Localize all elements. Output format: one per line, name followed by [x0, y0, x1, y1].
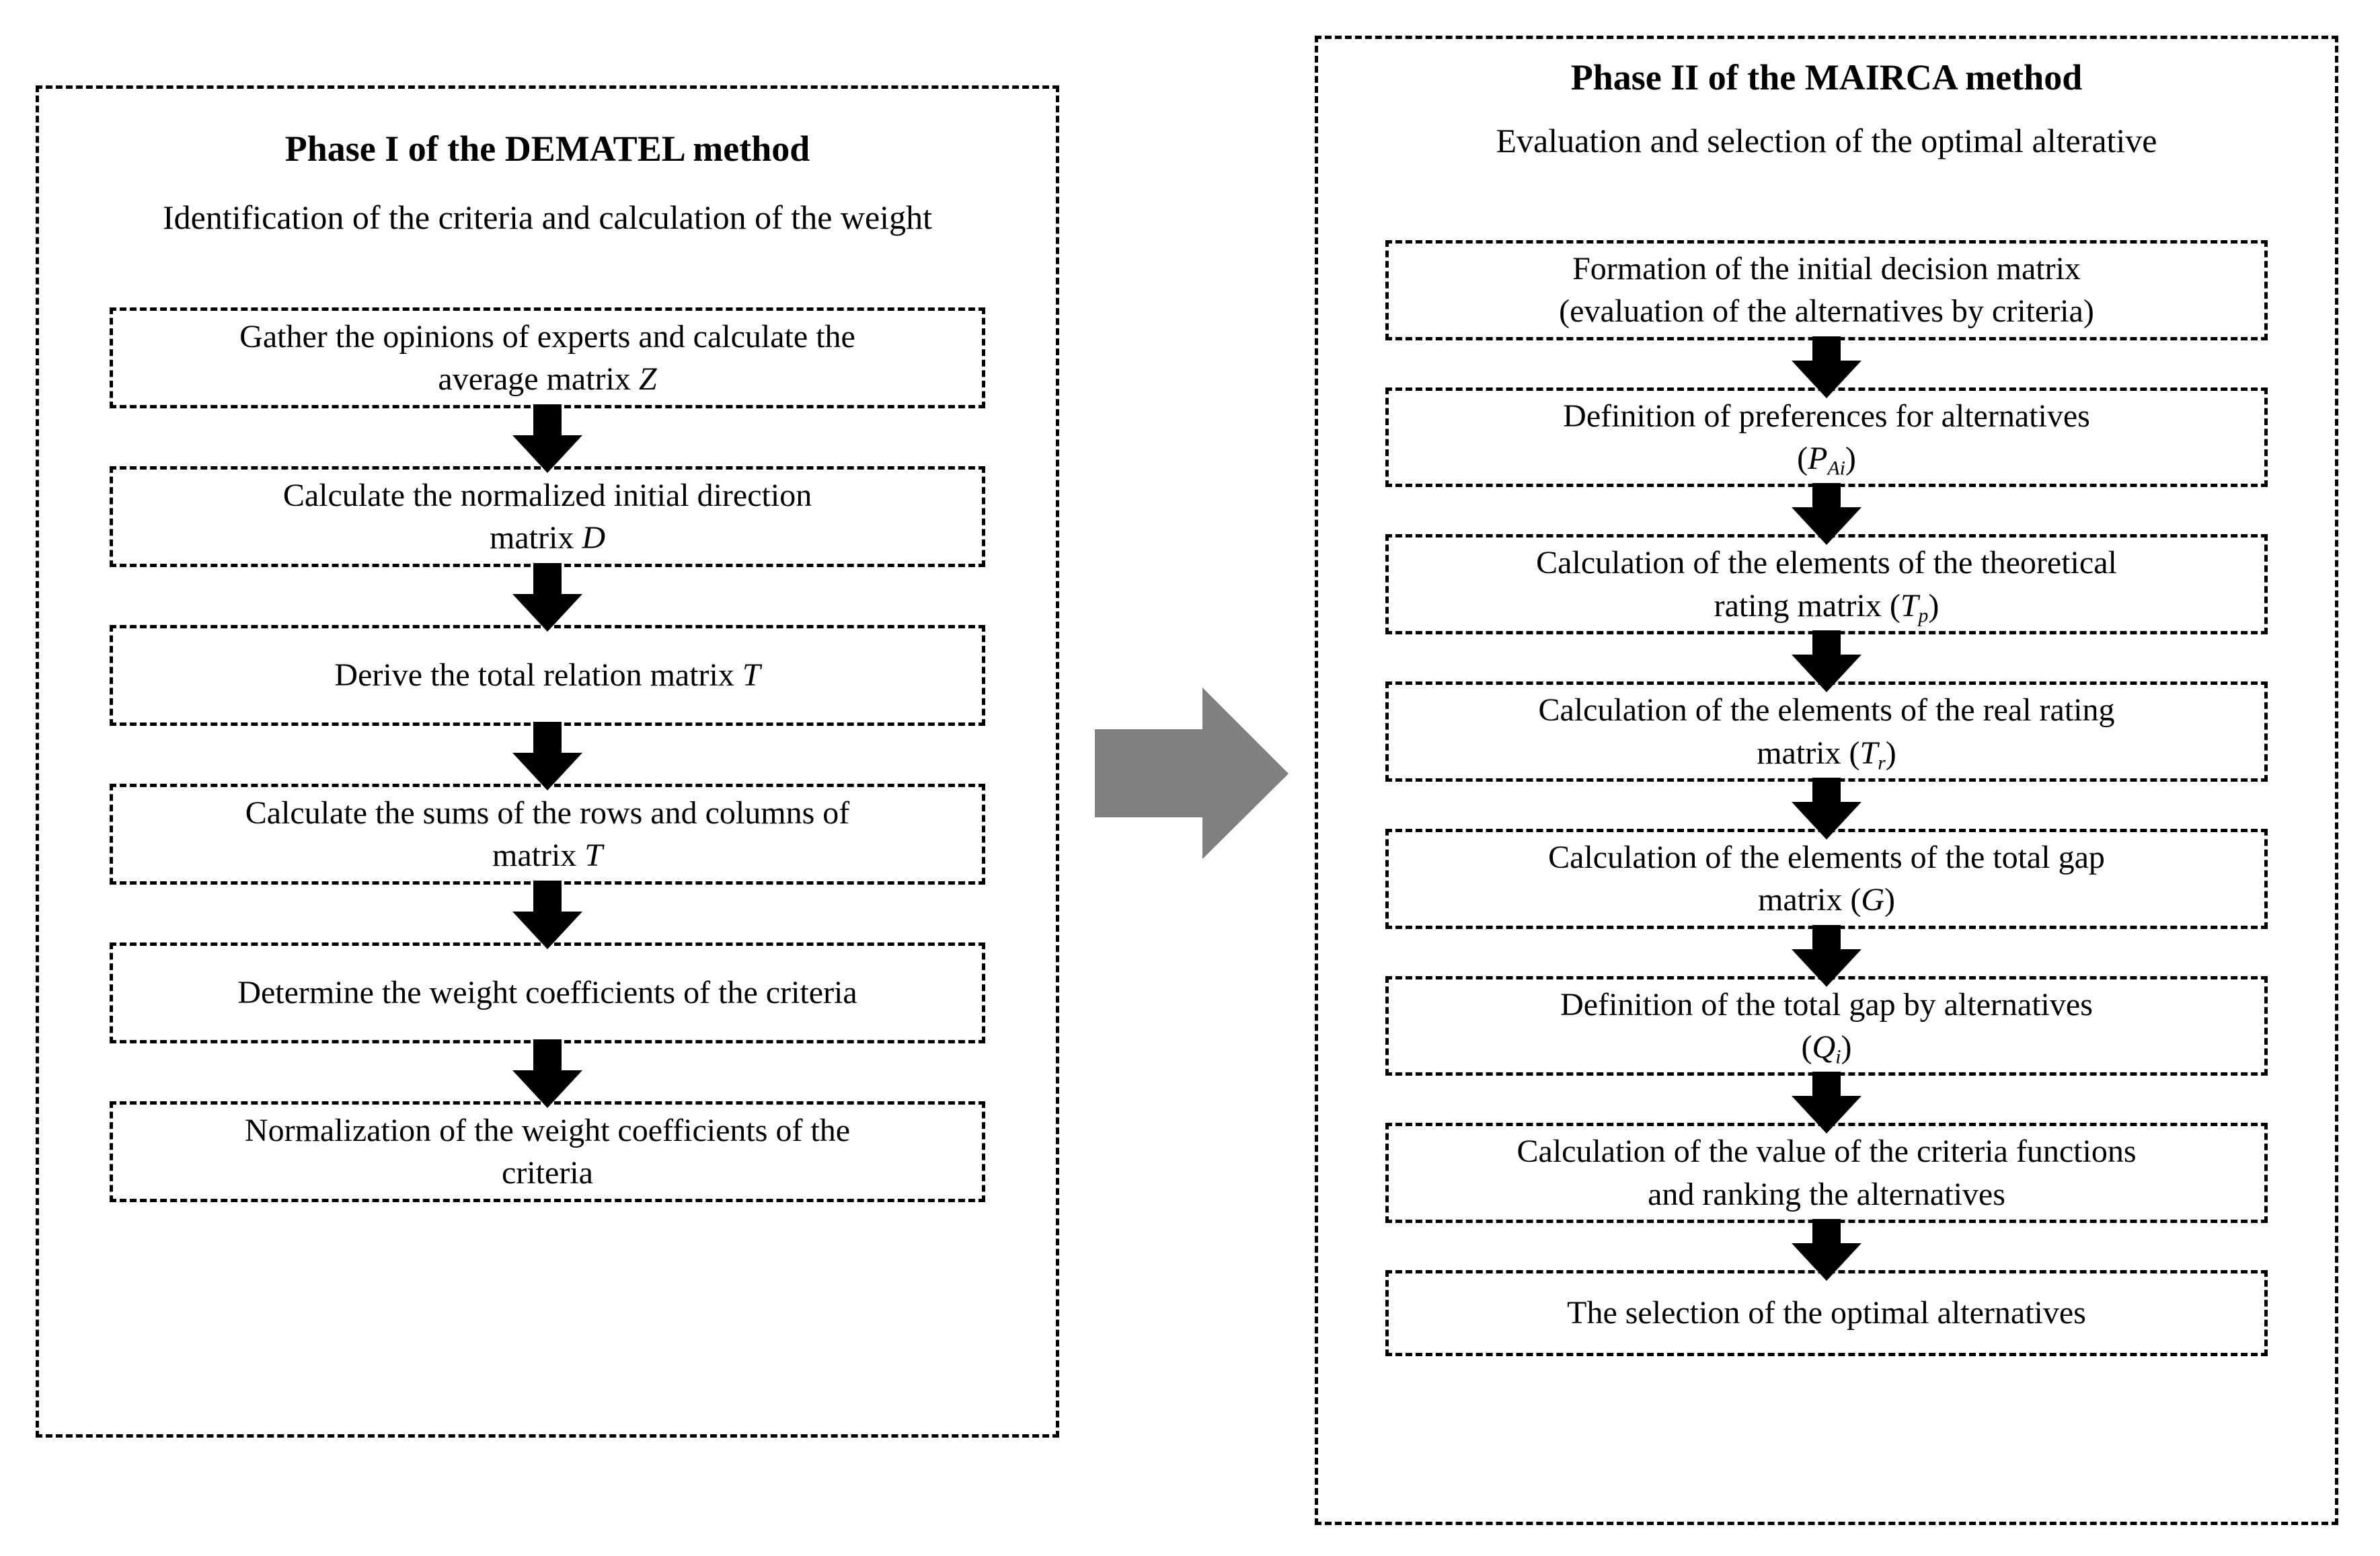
flow-arrow-down-icon [110, 404, 985, 473]
arrow-shaft [1812, 1072, 1841, 1099]
arrow-head [1792, 1096, 1861, 1134]
arrow-shaft [533, 404, 562, 439]
step-box-preferences-for-alternatives[interactable]: Definition of preferences for alternativ… [1385, 387, 2268, 488]
step-text: Gather the opinions of experts and calcu… [239, 318, 855, 397]
arrow-head [1792, 1243, 1861, 1282]
arrow-head [512, 912, 582, 949]
step-box-real-rating-matrix[interactable]: Calculation of the elements of the real … [1385, 681, 2268, 782]
flow-arrow-down-icon [1385, 336, 2268, 398]
phase-transition-right-arrow-icon [1095, 688, 1289, 859]
phase-one-title: Phase I of the DEMATEL method [284, 128, 810, 169]
step-box-criteria-functions-ranking[interactable]: Calculation of the value of the criteria… [1385, 1123, 2268, 1224]
arrow-shaft [1812, 924, 1841, 952]
flow-arrow-down-icon [110, 881, 985, 949]
arrow-shaft [1812, 630, 1841, 658]
arrow-head [512, 1070, 582, 1108]
arrow-head [1792, 360, 1861, 398]
arrow-head [512, 594, 582, 632]
arrow-head [512, 435, 582, 473]
phase-one-panel: Phase I of the DEMATEL method Identifica… [36, 85, 1059, 1438]
arrow-shaft [1812, 777, 1841, 805]
arrow-shaft [533, 1039, 562, 1074]
arrow-head [512, 753, 582, 790]
arrow-head [1792, 801, 1861, 840]
flow-arrow-down-icon [110, 722, 985, 790]
phase-two-subtitle: Evaluation and selection of the optimal … [1496, 122, 2157, 160]
flow-arrow-down-icon [1385, 483, 2268, 546]
step-box-initial-decision-matrix[interactable]: Formation of the initial decision matrix… [1385, 240, 2268, 340]
phase-two-step-stack: Formation of the initial decision matrix… [1318, 240, 2335, 1357]
step-text: Calculation of the elements of the total… [1548, 839, 2105, 918]
step-box-gather-opinions[interactable]: Gather the opinions of experts and calcu… [110, 307, 985, 408]
step-text: The selection of the optimal alternative… [1567, 1295, 2086, 1331]
step-box-determine-weight-coefficients[interactable]: Determine the weight coefficients of the… [110, 942, 985, 1043]
arrow-shaft [533, 881, 562, 916]
phase-two-panel: Phase II of the MAIRCA method Evaluation… [1315, 36, 2338, 1525]
step-box-theoretical-rating-matrix[interactable]: Calculation of the elements of the theor… [1385, 534, 2268, 635]
arrow-shaft [1812, 336, 1841, 363]
arrow-shaft [533, 563, 562, 598]
step-text: Calculation of the elements of the theor… [1536, 545, 2117, 627]
step-text: Determine the weight coefficients of the… [237, 975, 857, 1011]
step-box-sums-rows-columns[interactable]: Calculate the sums of the rows and colum… [110, 784, 985, 885]
step-text: Derive the total relation matrix T [334, 657, 761, 694]
phase-two-title: Phase II of the MAIRCA method [1570, 57, 2083, 98]
flow-arrow-down-icon [1385, 1072, 2268, 1134]
step-text: Calculate the normalized initial directi… [282, 477, 812, 556]
flow-arrow-down-icon [1385, 924, 2268, 987]
step-box-total-gap-by-alternatives[interactable]: Definition of the total gap by alternati… [1385, 975, 2268, 1076]
step-box-total-relation-matrix[interactable]: Derive the total relation matrix T [110, 625, 985, 726]
step-box-selection-optimal-alternatives[interactable]: The selection of the optimal alternative… [1385, 1270, 2268, 1357]
arrow-shaft [1812, 483, 1841, 511]
step-box-normalized-direction-matrix[interactable]: Calculate the normalized initial directi… [110, 466, 985, 567]
flow-arrow-down-icon [110, 563, 985, 632]
step-text: Definition of preferences for alternativ… [1563, 398, 2090, 480]
arrow-shaft [533, 722, 562, 757]
arrow-head [1792, 949, 1861, 987]
arrow-head [1792, 655, 1861, 693]
step-text: Definition of the total gap by alternati… [1560, 986, 2093, 1068]
step-text: Normalization of the weight coefficients… [244, 1112, 851, 1191]
step-text: Calculation of the elements of the real … [1538, 692, 2115, 774]
phase-one-step-stack: Gather the opinions of experts and calcu… [39, 307, 1056, 1202]
step-box-normalization-weight-coefficients[interactable]: Normalization of the weight coefficients… [110, 1101, 985, 1202]
flow-arrow-down-icon [1385, 777, 2268, 840]
step-text: Formation of the initial decision matrix… [1559, 251, 2094, 330]
phase-one-subtitle: Identification of the criteria and calcu… [163, 198, 932, 237]
flow-arrow-down-icon [1385, 1219, 2268, 1282]
step-box-total-gap-matrix[interactable]: Calculation of the elements of the total… [1385, 828, 2268, 929]
flow-arrow-down-icon [1385, 630, 2268, 693]
arrow-shaft [1812, 1219, 1841, 1247]
step-text: Calculation of the value of the criteria… [1517, 1134, 2137, 1212]
step-text: Calculate the sums of the rows and colum… [245, 794, 850, 873]
flow-arrow-down-icon [110, 1039, 985, 1108]
arrow-head [1792, 507, 1861, 546]
